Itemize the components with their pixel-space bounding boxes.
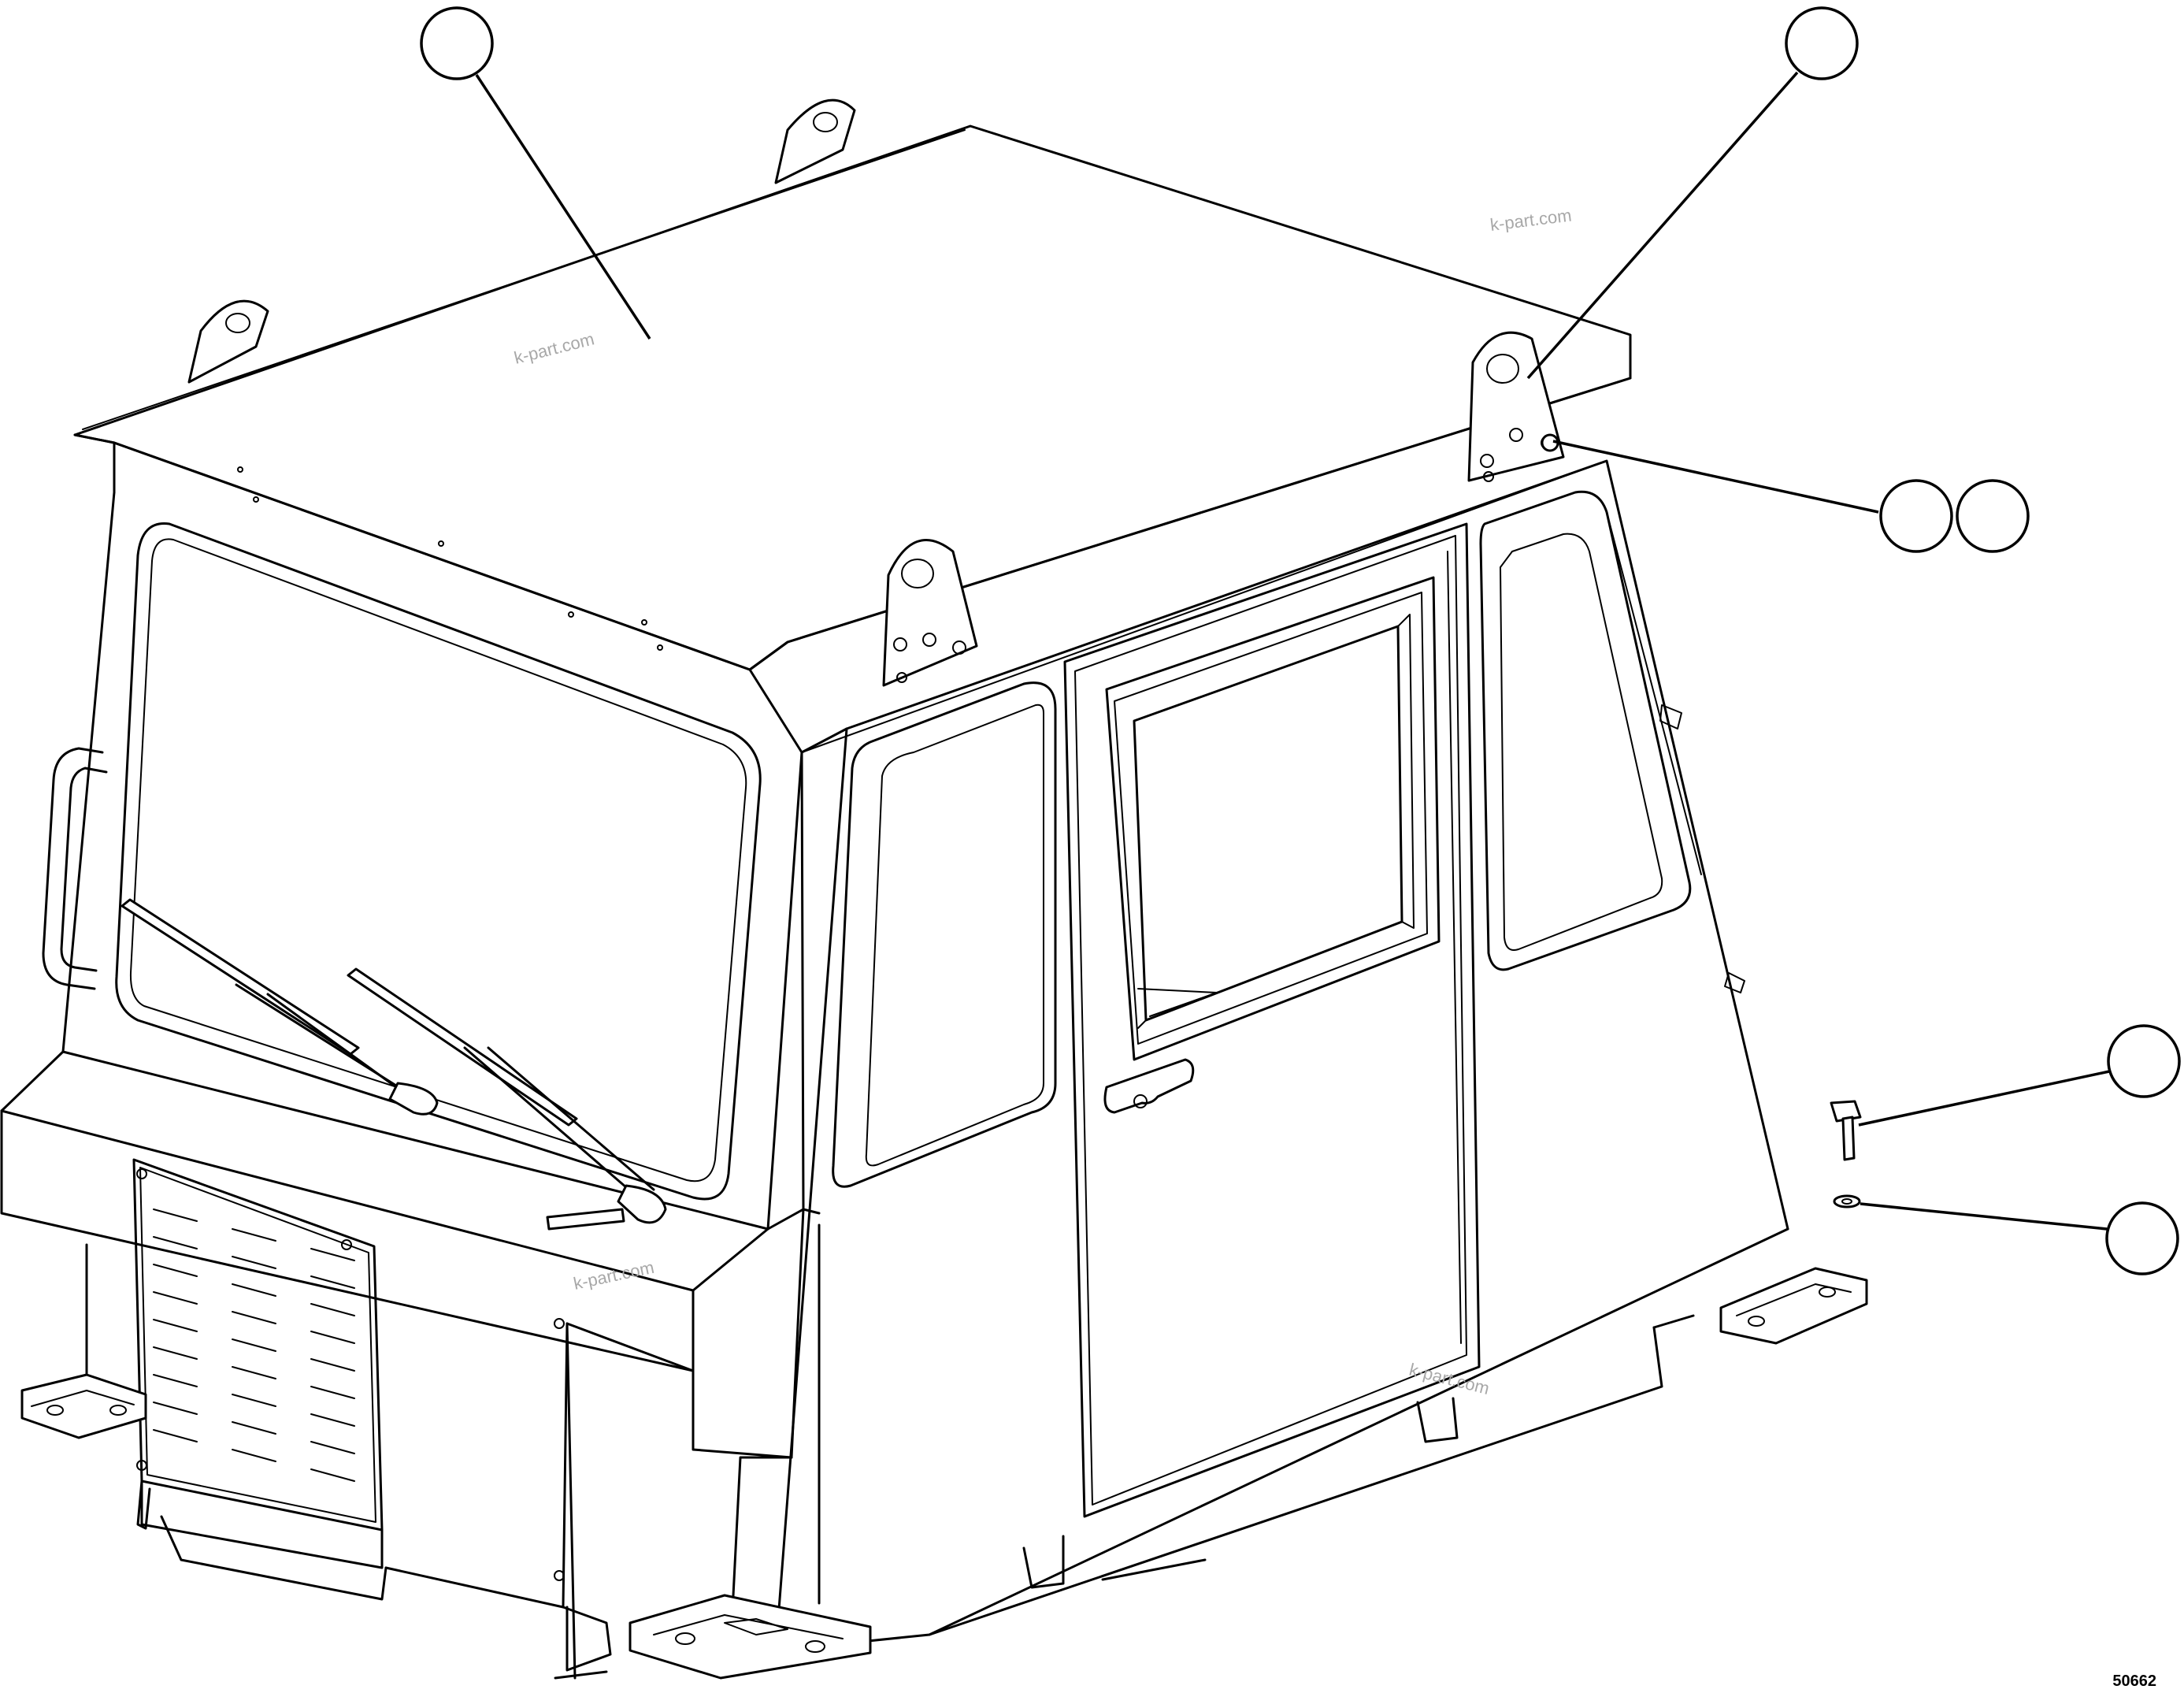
callout-leaders (475, 71, 2110, 1231)
cab-base (731, 1223, 1695, 1652)
cab-front-face (0, 441, 805, 1459)
louvre-panel (132, 1158, 565, 1581)
wiper-right (347, 967, 667, 1231)
callout-1[interactable] (420, 6, 494, 80)
watermark-text: k-part.com (512, 329, 596, 367)
drawing-number: 50662 (2112, 1673, 2156, 1690)
door (1063, 522, 1481, 1518)
side-window-rear (1479, 490, 1702, 971)
callout-6[interactable] (2105, 1201, 2179, 1275)
washer (1833, 1194, 1861, 1208)
callout-3[interactable] (1879, 479, 1953, 553)
callout-2[interactable] (1785, 6, 1859, 80)
lift-eye-rear-right (1467, 331, 1565, 482)
cab-roof (73, 124, 1632, 754)
mount-foot-front-left (20, 1243, 147, 1439)
side-window-front (832, 681, 1057, 1188)
side-bracket (1659, 704, 1745, 993)
door-window (1105, 576, 1441, 1061)
watermark-text: k-part.com (1489, 205, 1573, 234)
mount-foot-rear-right (1719, 1267, 1868, 1345)
door-handle (1103, 1058, 1195, 1114)
lift-eye-rear-left (774, 98, 856, 184)
lower-front-panel (136, 1322, 695, 1680)
callout-5[interactable] (2107, 1024, 2181, 1098)
wiper-left (121, 898, 439, 1116)
callout-4[interactable] (1956, 479, 2030, 553)
mount-foot-front-right (629, 1594, 872, 1680)
lift-eye-front-right (882, 539, 978, 687)
grab-handle (42, 747, 108, 990)
lift-eye-front-left (187, 299, 269, 384)
bolt (1830, 1100, 1862, 1161)
windshield (115, 522, 762, 1201)
